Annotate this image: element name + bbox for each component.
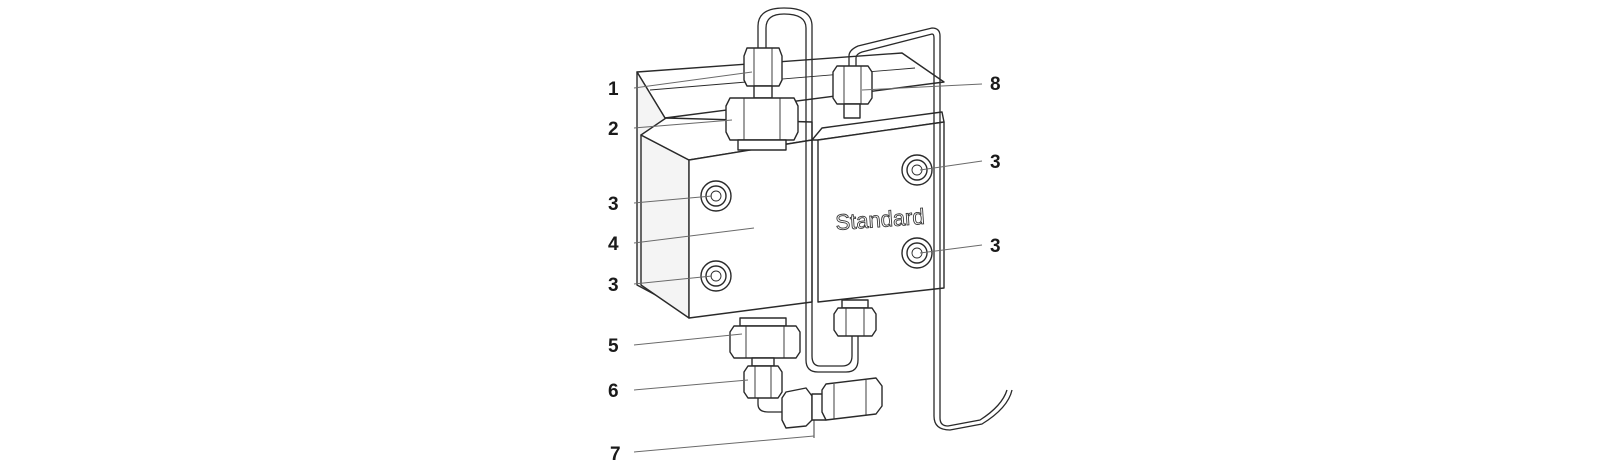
- fitting-7-union: [757, 377, 883, 438]
- fitting-2-hex: [725, 97, 799, 151]
- callout-3-right-upper: 3: [990, 152, 1001, 173]
- callout-3-right-lower: 3: [990, 236, 1001, 257]
- callout-5: 5: [608, 336, 619, 357]
- fitting-5-hex: [729, 317, 801, 367]
- standard-engraving: Standard: [835, 204, 926, 235]
- screw-left-upper: [700, 180, 732, 212]
- right-capillary: [848, 27, 1013, 431]
- leader-lines: [633, 71, 983, 453]
- callout-3-left-lower: 3: [608, 275, 619, 296]
- screw-right-upper: [901, 154, 933, 186]
- fitting-6-nut: [743, 365, 783, 399]
- screw-left-lower: [700, 260, 732, 292]
- screw-right-lower: [901, 237, 933, 269]
- callout-4: 4: [608, 234, 619, 255]
- callout-2: 2: [608, 119, 619, 140]
- callout-7: 7: [610, 444, 621, 465]
- top-capillary-loop: [757, 7, 813, 302]
- lower-right-fitting: [805, 299, 877, 373]
- callout-8: 8: [990, 74, 1001, 95]
- fitting-8-nut: [832, 65, 873, 119]
- callout-1: 1: [608, 79, 619, 100]
- callout-3-left-upper: 3: [608, 194, 619, 215]
- callout-6: 6: [608, 381, 619, 402]
